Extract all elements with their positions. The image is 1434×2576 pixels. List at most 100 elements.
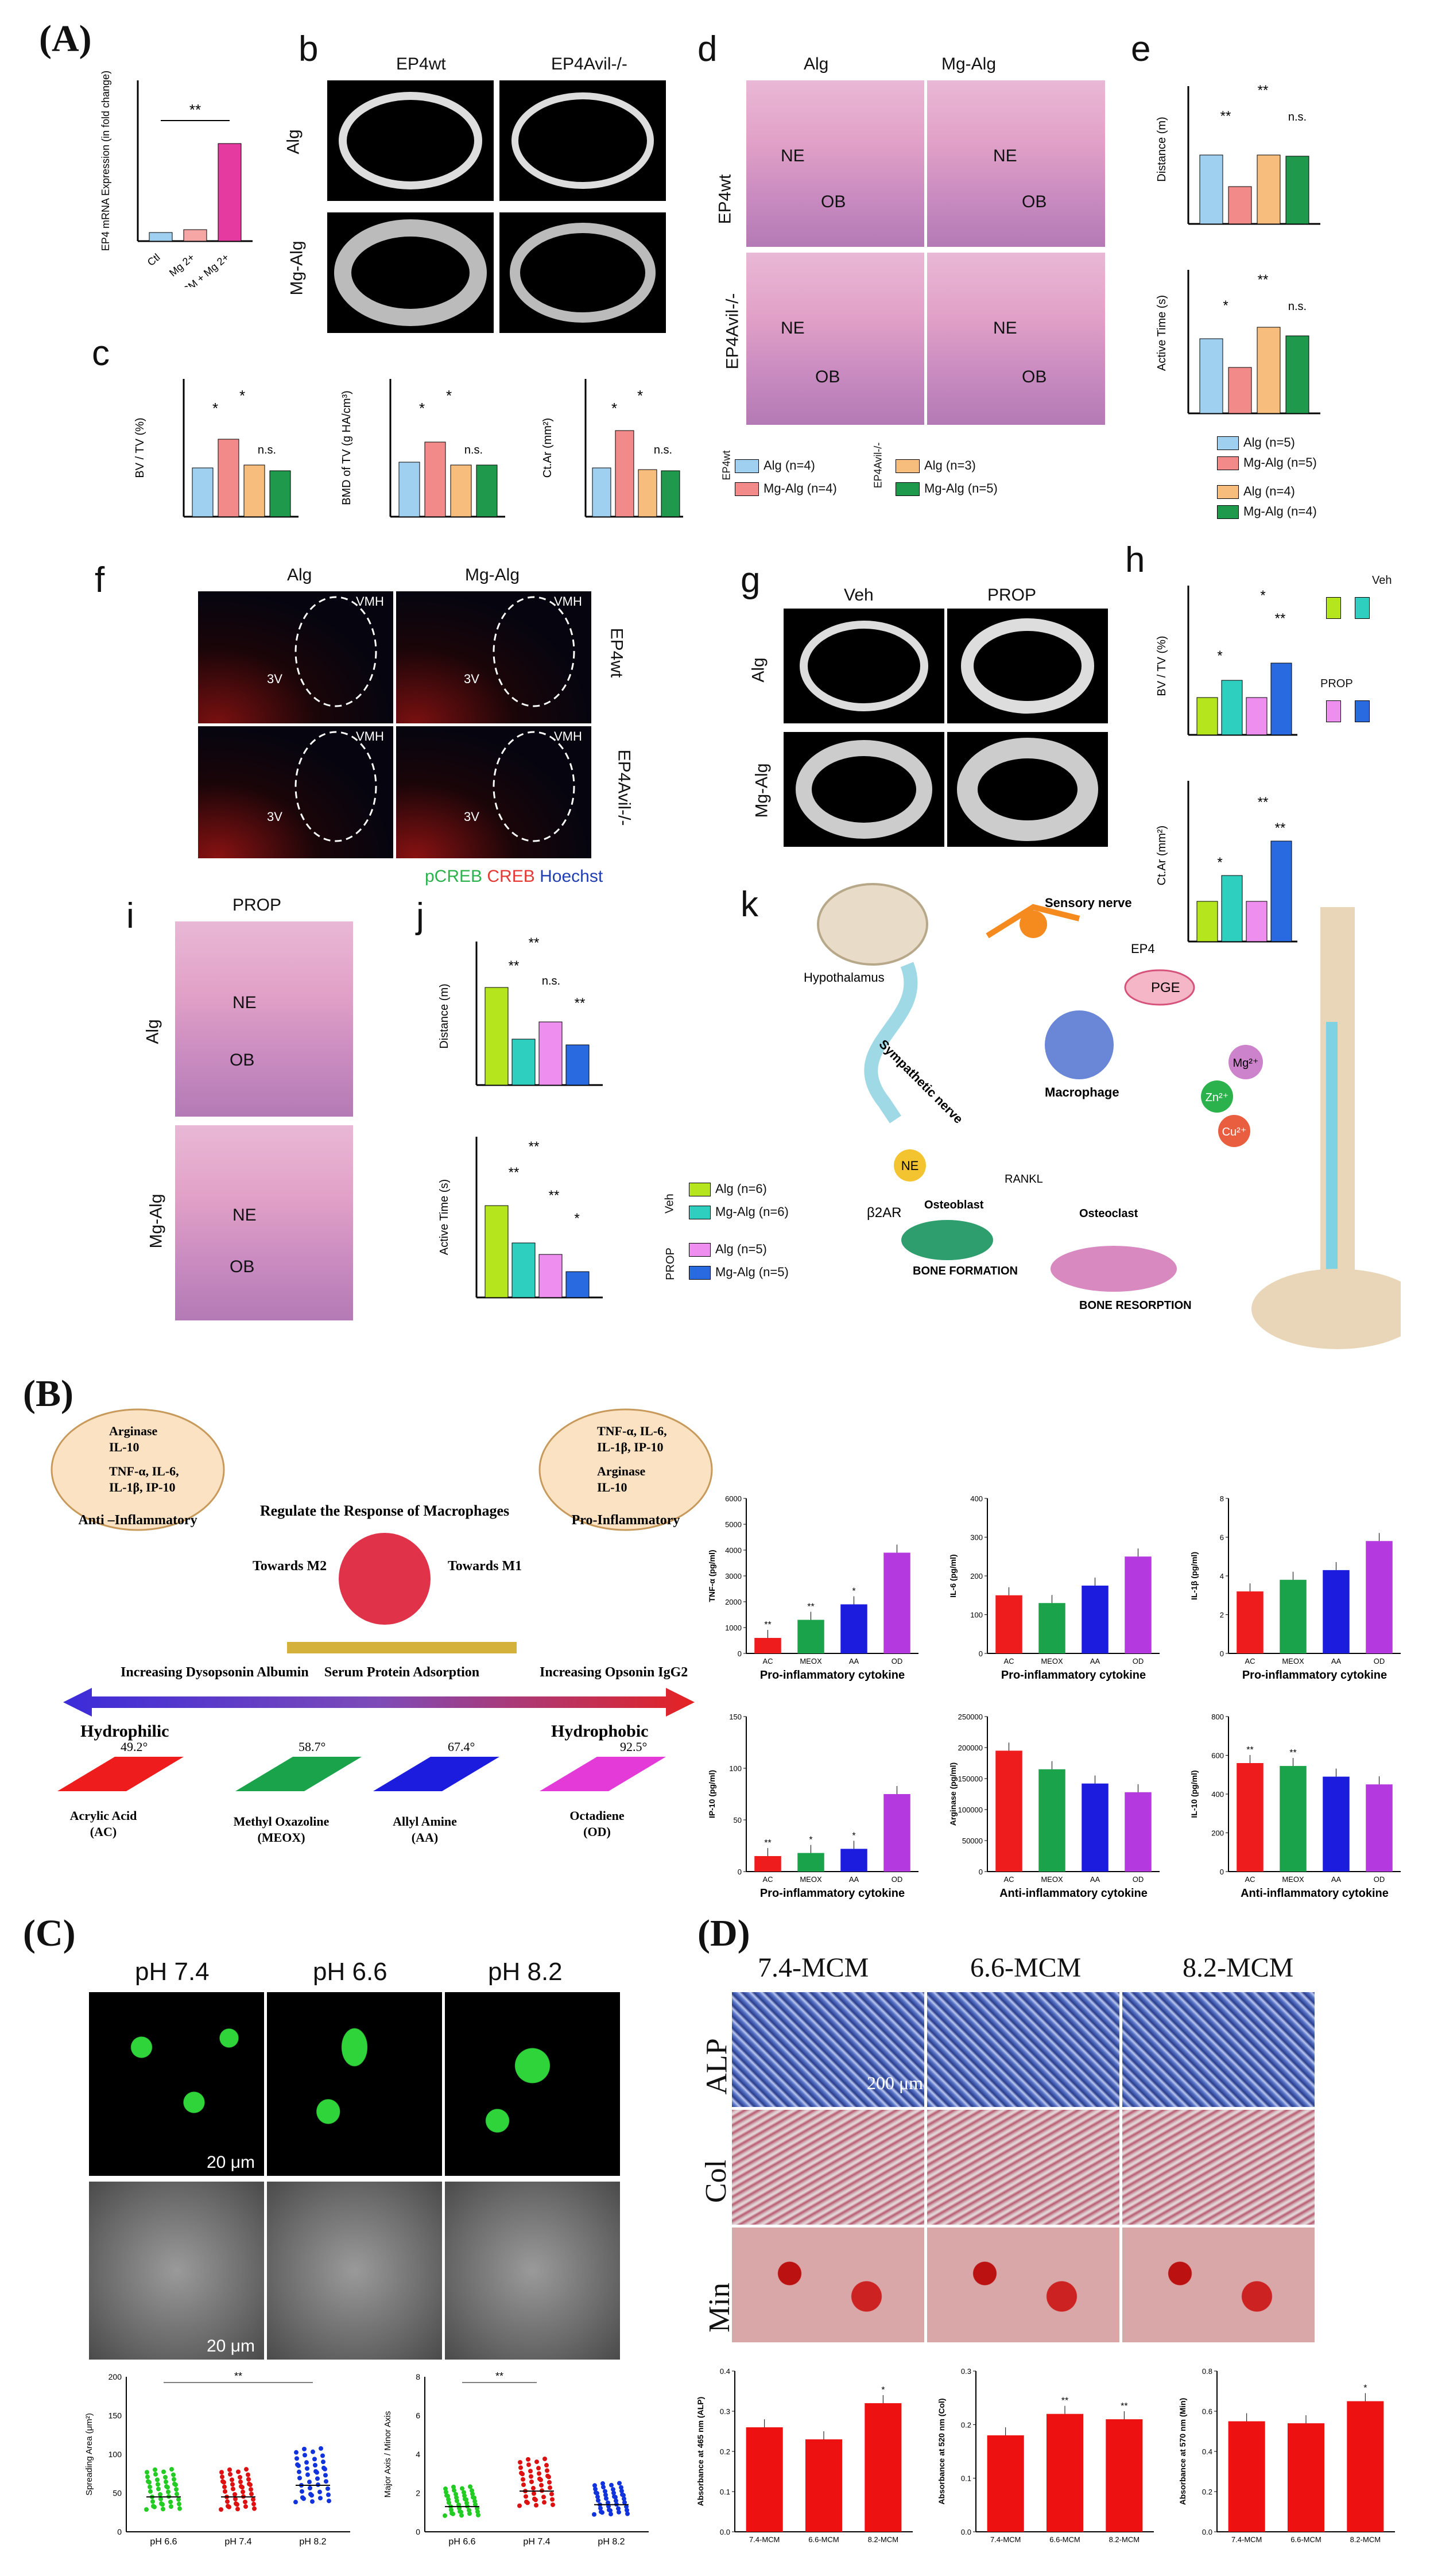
c-col-1: pH 7.4: [135, 1958, 210, 1986]
y-label: IL-1β (pg/ml): [1189, 1552, 1199, 1600]
scatter-point: [529, 2474, 533, 2479]
scatter-point: [249, 2487, 253, 2492]
scatter-point: [471, 2494, 475, 2500]
bar-MEOX: [797, 1620, 824, 1653]
scatter-point: [606, 2500, 610, 2505]
scatter-point: [321, 2459, 325, 2465]
sig-label: **: [1121, 2401, 1127, 2411]
svg-text:TNF-α, IL-6,: TNF-α, IL-6,: [109, 1464, 179, 1478]
sub-e: e: [1131, 29, 1151, 69]
svg-text:Towards M1: Towards M1: [448, 1559, 522, 1574]
svg-text:Increasing Opsonin IgG2: Increasing Opsonin IgG2: [540, 1665, 688, 1680]
scatter-point: [177, 2501, 181, 2507]
f-vmh-3: VMH: [356, 729, 384, 743]
i-title: PROP: [232, 896, 282, 915]
scatter-point: [308, 2492, 313, 2497]
y-tick-label: 0: [738, 1649, 742, 1658]
x-label: Anti-inflammatory cytokine: [999, 1887, 1148, 1900]
scatter-point: [326, 2492, 331, 2497]
y-tick-label: 2: [416, 2489, 420, 2498]
i-ob-2: OB: [230, 1257, 255, 1276]
sig-label: **: [807, 1602, 814, 1612]
scatter-point: [232, 2492, 237, 2497]
sig-label: **: [764, 1838, 771, 1848]
x-label: Pro-inflammatory cytokine: [1001, 1669, 1146, 1682]
scatter-point: [228, 2472, 232, 2477]
j-legend: Veh Alg (n=6) Mg-Alg (n=6) PROP Alg (n=5…: [663, 1182, 789, 1280]
scatter-point: [166, 2489, 170, 2494]
svg-text:Anti –Inflammatory: Anti –Inflammatory: [78, 1513, 197, 1528]
category-label: AC: [762, 1657, 773, 1665]
category-label: OD: [1133, 1875, 1144, 1884]
y-tick-label: 0: [117, 2527, 122, 2536]
scatter-point: [524, 2499, 529, 2504]
y-tick-label: 0.3: [961, 2367, 971, 2376]
d-alp-74: [732, 1992, 924, 2107]
svg-text:Osteoblast: Osteoblast: [924, 1199, 984, 1211]
category-label: 8.2-MCM: [1109, 2535, 1140, 2544]
svg-text:Active Time (s): Active Time (s): [438, 1179, 451, 1255]
f-stain-legend: pCREB CREB Hoechst: [425, 867, 603, 886]
scatter-point: [145, 2470, 149, 2475]
scatter-point: [227, 2467, 232, 2472]
scatter-point: [327, 2498, 331, 2504]
scatter-point: [614, 2498, 618, 2503]
he-ep4wt-alg: [746, 80, 924, 247]
y-tick-label: 0.3: [720, 2407, 730, 2416]
category-label: AC: [1245, 1657, 1255, 1665]
scatter-point: [158, 2496, 163, 2501]
svg-text:Increasing Dysopsonin Albumin: Increasing Dysopsonin Albumin: [121, 1665, 309, 1680]
scatter-point: [236, 2469, 241, 2474]
y-tick-label: 100: [108, 2450, 122, 2459]
svg-text:Zn²⁺: Zn²⁺: [1206, 1091, 1229, 1104]
panel-j-charts: Distance (m) ** ** n.s. ** Active Time (…: [438, 935, 603, 1299]
y-tick-label: 100: [729, 1764, 742, 1773]
svg-text:n.s.: n.s.: [654, 444, 672, 456]
svg-text:Mg²⁺: Mg²⁺: [1233, 1057, 1259, 1070]
scatter-point: [526, 2462, 531, 2467]
category-label: 7.4-MCM: [1231, 2535, 1262, 2544]
sig-label: *: [1363, 2384, 1367, 2393]
f-row2: EP4Avil-/-: [614, 749, 634, 826]
svg-text:**: **: [1258, 83, 1269, 98]
y-tick-label: 150000: [958, 1775, 983, 1783]
svg-text:58.7°: 58.7°: [299, 1740, 325, 1754]
sub-h: h: [1125, 540, 1145, 580]
category-label: MEOX: [800, 1875, 822, 1884]
scatter-point: [295, 2462, 300, 2467]
y-tick-label: 400: [970, 1494, 983, 1503]
scatter-point: [156, 2486, 161, 2492]
category-label: AA: [849, 1875, 859, 1884]
sub-g: g: [741, 560, 761, 600]
scatter-point: [607, 2507, 611, 2512]
scatter-point: [297, 2476, 302, 2481]
scatter-point: [303, 2453, 307, 2458]
svg-text:BV / TV (%): BV / TV (%): [134, 417, 146, 478]
f-col2: Mg-Alg: [465, 565, 520, 584]
scatter-point: [230, 2482, 235, 2487]
bar-AC: [754, 1856, 781, 1872]
scatter-point: [153, 2467, 157, 2472]
scatter-point: [175, 2492, 179, 2497]
scatter-point: [531, 2486, 536, 2491]
scatter-point: [536, 2466, 541, 2471]
d-label-ne: NE: [781, 146, 805, 165]
d-legend: EP4wt Alg (n=4) Mg-Alg (n=4) EP4Avil-/- …: [720, 442, 998, 496]
y-tick-label: 2000: [725, 1598, 742, 1606]
scatter-point: [544, 2463, 549, 2468]
scatter-point: [532, 2491, 536, 2496]
scatter-point: [226, 2504, 230, 2509]
y-label: Arginase (pg/ml): [948, 1762, 958, 1826]
scatter-point: [222, 2484, 227, 2489]
bar-MEOX: [1038, 1603, 1065, 1653]
category-label: 6.6-MCM: [808, 2535, 839, 2544]
scatter-point: [596, 2498, 600, 2503]
svg-text:EP4: EP4: [1131, 942, 1155, 956]
scatter-point: [455, 2498, 459, 2504]
scatter-point: [625, 2511, 630, 2516]
svg-text:**: **: [509, 958, 520, 974]
bar-8.2-MCM: [1106, 2419, 1143, 2532]
